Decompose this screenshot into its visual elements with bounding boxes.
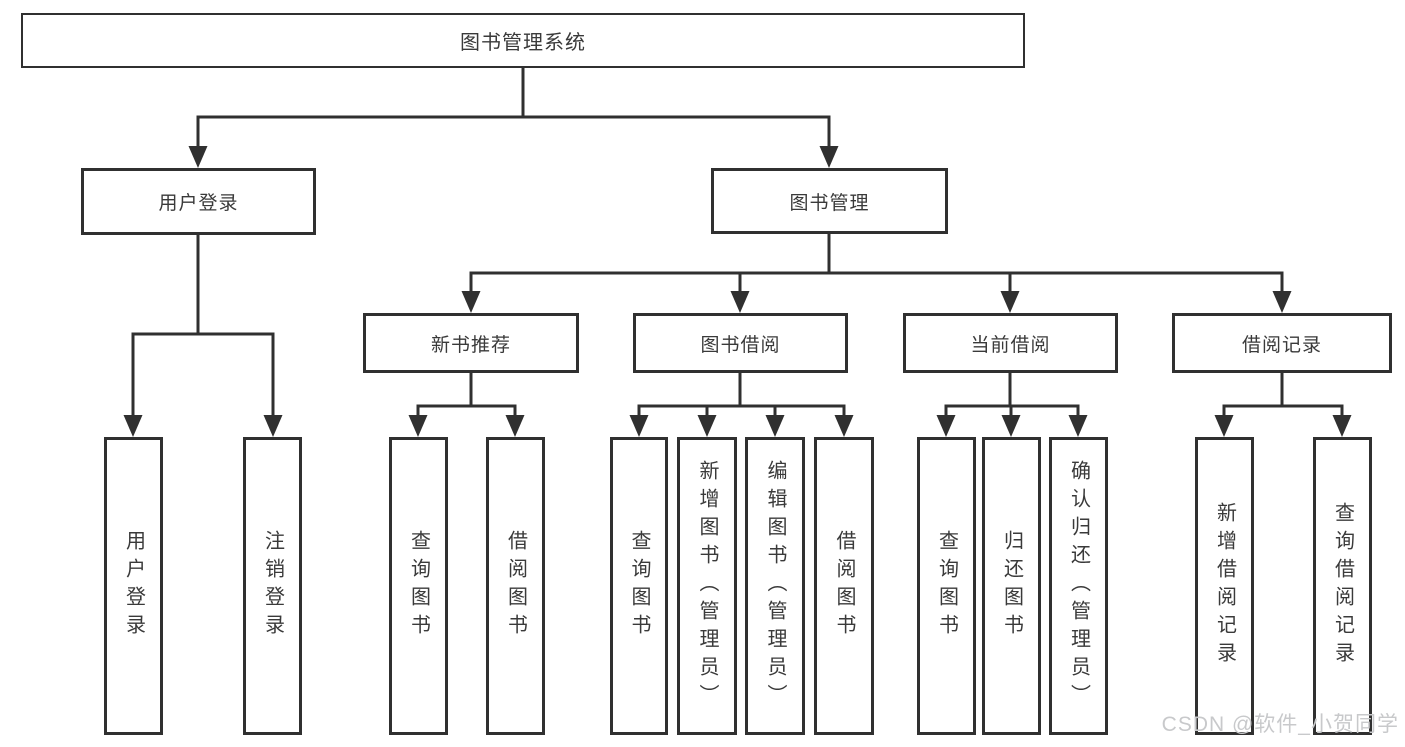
leaf-borrow-edit-books-admin: 编辑图书（管理员）: [745, 437, 805, 735]
leaf-records-add-record: 新增借阅记录: [1195, 437, 1254, 735]
node-new-book-recommend-label: 新书推荐: [430, 334, 511, 356]
node-book-management: 图书管理: [711, 168, 948, 234]
leaf-current-return-books: 归还图书: [982, 437, 1041, 735]
leaf-recommend-query-books-label: 查询图书: [407, 530, 430, 642]
leaf-borrow-edit-books-admin-label: 编辑图书（管理员）: [764, 460, 786, 712]
leaf-logout-label: 注销登录: [261, 530, 284, 642]
node-user-login-label: 用户登录: [158, 193, 239, 214]
node-book-borrow: 图书借阅: [633, 313, 848, 373]
node-borrow-records: 借阅记录: [1172, 313, 1392, 373]
leaf-current-query-books: 查询图书: [917, 437, 976, 735]
node-book-management-label: 图书管理: [789, 192, 870, 214]
leaf-borrow-add-books-admin-label: 新增图书（管理员）: [696, 460, 718, 712]
node-current-borrow-label: 当前借阅: [970, 334, 1051, 356]
leaf-records-query-record-label: 查询借阅记录: [1331, 502, 1354, 670]
leaf-borrow-borrow-books-label: 借阅图书: [833, 530, 855, 642]
leaf-borrow-borrow-books: 借阅图书: [814, 437, 874, 735]
leaf-borrow-query-books: 查询图书: [610, 437, 668, 735]
node-book-borrow-label: 图书借阅: [700, 334, 781, 356]
leaf-user-login: 用户登录: [104, 437, 163, 735]
leaf-borrow-add-books-admin: 新增图书（管理员）: [677, 437, 737, 735]
node-new-book-recommend: 新书推荐: [363, 313, 579, 373]
leaf-records-add-record-label: 新增借阅记录: [1213, 502, 1236, 670]
leaf-current-confirm-return-admin: 确认归还（管理员）: [1049, 437, 1108, 735]
node-library-system-label: 图书管理系统: [460, 32, 586, 54]
leaf-recommend-borrow-books: 借阅图书: [486, 437, 545, 735]
node-user-login: 用户登录: [81, 168, 316, 235]
leaf-user-login-label: 用户登录: [122, 530, 145, 642]
leaf-current-confirm-return-admin-label: 确认归还（管理员）: [1067, 460, 1090, 712]
leaf-current-return-books-label: 归还图书: [1000, 530, 1023, 642]
arrowheads: [123, 146, 1352, 437]
leaf-records-query-record: 查询借阅记录: [1313, 437, 1372, 735]
node-current-borrow: 当前借阅: [903, 313, 1118, 373]
leaf-logout: 注销登录: [243, 437, 302, 735]
node-borrow-records-label: 借阅记录: [1241, 334, 1322, 356]
leaf-borrow-query-books-label: 查询图书: [628, 530, 650, 642]
node-library-system: 图书管理系统: [21, 13, 1025, 68]
leaf-recommend-borrow-books-label: 借阅图书: [504, 530, 527, 642]
leaf-recommend-query-books: 查询图书: [389, 437, 448, 735]
leaf-current-query-books-label: 查询图书: [935, 530, 958, 642]
